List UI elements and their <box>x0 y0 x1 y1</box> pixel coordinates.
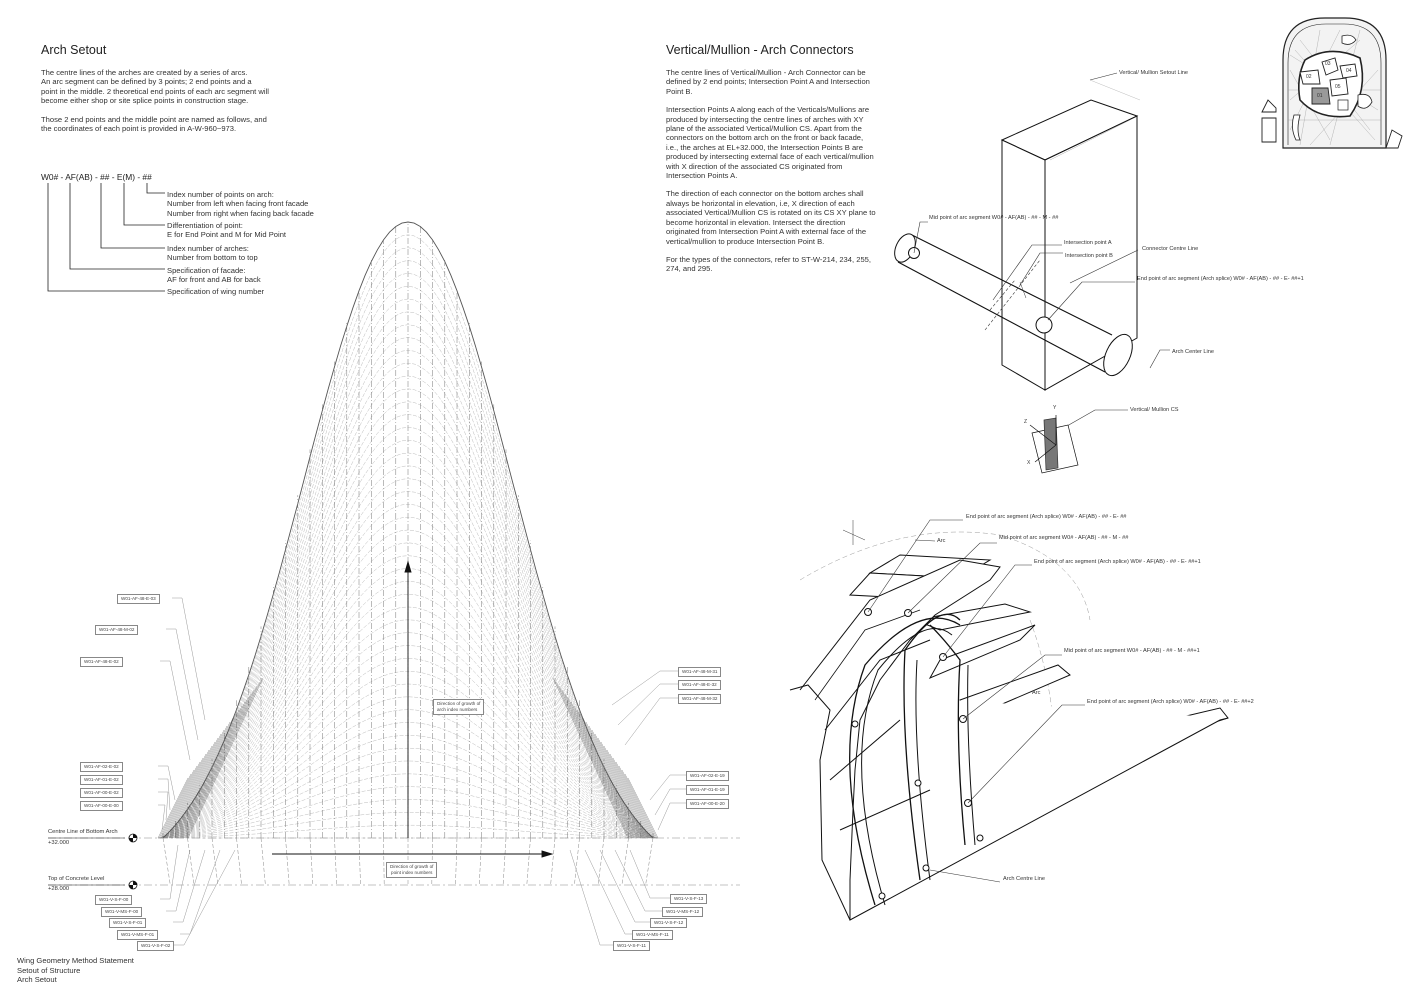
arch-isometric-drawing <box>789 519 1229 921</box>
tag-left-6: W01-AF-00-E-02 <box>80 788 123 798</box>
label-end-point-e: End point of arc segment (Arch splice) W… <box>966 514 1127 520</box>
legend-differentiation: Differentiation of point: E for End Poin… <box>167 221 287 240</box>
label-mid-point: Mid point of arc segment W0# - AF(AB) - … <box>929 215 1059 221</box>
tag-bottom-left-2: W01-V-MS-F-00 <box>101 907 143 917</box>
legend-point-index: Index number of points on arch: Number f… <box>167 190 314 218</box>
tag-right-6: W01-AF-00-E-20 <box>686 799 729 809</box>
level-marker-concrete-icon <box>128 880 138 890</box>
label-end-point-connector: End point of arc segment (Arch splice) W… <box>1137 276 1304 282</box>
connectors-text: The centre lines of Vertical/Mullion - A… <box>666 68 876 283</box>
axis-x-label: X <box>1027 460 1031 466</box>
level-concrete-value: +28.000 <box>48 886 70 892</box>
arch-growth-arrow-icon <box>404 560 412 838</box>
level-concrete-label: Top of Concrete Level <box>48 876 105 882</box>
point-growth-arrow-icon <box>272 850 554 858</box>
label-arc-2: Arc <box>1032 690 1041 696</box>
label-mid-point-iso: Mid point of arc segment W0# - AF(AB) - … <box>999 535 1129 541</box>
axis-z-label: Z <box>1024 419 1028 425</box>
tag-right-4: W01-AF-02-E-19 <box>686 771 729 781</box>
tag-left-3: W01-AF-48-E-02 <box>80 657 123 667</box>
label-intersection-a: Intersection point A <box>1064 240 1112 246</box>
tag-bottom-right-1: W01-V-S-F-13 <box>670 894 708 904</box>
key-plan-label-03: 03 <box>1325 61 1331 67</box>
label-arc-1: Arc <box>937 538 946 544</box>
code-leaders <box>47 183 165 292</box>
tag-bottom-left-4: W01-V-MS-F-01 <box>117 930 159 940</box>
label-end-point-e2: End point of arc segment (Arch splice) W… <box>1087 699 1254 705</box>
label-connector-centre: Connector Centre Line <box>1142 246 1199 252</box>
tag-right-2: W01-AF-48-E-32 <box>678 680 721 690</box>
tag-bottom-left-5: W01-V-S-F-02 <box>137 941 175 951</box>
tag-bottom-right-2: W01-V-MS-F-12 <box>662 907 704 917</box>
arch-setout-text: The centre lines of the arches are creat… <box>41 68 269 142</box>
key-plan-label-01: 01 <box>1317 93 1323 99</box>
tag-left-4: W01-AF-02-E-02 <box>80 762 123 772</box>
key-plan-label-02: 02 <box>1306 74 1312 80</box>
legend-facade: Specification of facade: AF for front an… <box>167 266 261 285</box>
arch-setout-para-3: Those 2 end points and the middle point … <box>41 114 267 134</box>
key-plan-label-04: 04 <box>1346 68 1352 74</box>
coordinate-system-icon <box>1029 415 1079 474</box>
label-mid-point-m1: Mid point of arc segment W0# - AF(AB) - … <box>1064 648 1200 654</box>
tag-bottom-right-5: W01-V-S-F-11 <box>613 941 651 951</box>
arch-setout-para-2: An arc segment can be defined by 3 point… <box>41 77 269 106</box>
connector-3d-drawing <box>894 72 1170 474</box>
tag-bottom-left-1: W01-V-S-F-00 <box>95 895 133 905</box>
connectors-para-4: For the types of the connectors, refer t… <box>666 254 871 274</box>
tag-bottom-left-3: W01-V-S-F-01 <box>109 918 147 928</box>
label-intersection-b: Intersection point B <box>1065 253 1113 259</box>
label-arch-center-line: Arch Center Line <box>1172 349 1214 355</box>
connectors-title: Vertical/Mullion - Arch Connectors <box>666 43 854 57</box>
tag-left-2: W01-AF-48-M-02 <box>95 625 139 635</box>
label-end-point-e1: End point of arc segment (Arch splice) W… <box>1034 559 1201 565</box>
legend-wing: Specification of wing number <box>167 287 265 296</box>
connectors-para-2: Intersection Points A along each of the … <box>666 105 874 181</box>
level-bottom-arch-value: +32.000 <box>48 840 70 846</box>
footer-line-2: Setout of Structure <box>17 965 81 975</box>
arch-setout-para-1: The centre lines of the arches are creat… <box>41 68 248 77</box>
tag-leaders <box>158 597 686 946</box>
tag-left-1: W01-AF-48-E-03 <box>117 594 160 604</box>
code-format: W0# - AF(AB) - ## - E(M) - ## <box>41 172 152 182</box>
connectors-para-1: The centre lines of Vertical/Mullion - A… <box>666 68 870 96</box>
level-bottom-arch-label: Centre Line of Bottom Arch <box>48 829 118 835</box>
key-plan-label-05: 05 <box>1335 84 1341 90</box>
legend-arch-index: Index number of arches: Number from bott… <box>167 244 258 263</box>
tag-left-5: W01-AF-01-E-02 <box>80 775 123 785</box>
footer-line-1: Wing Geometry Method Statement <box>17 956 134 965</box>
tag-right-5: W01-AF-01-E-19 <box>686 785 729 795</box>
level-lines <box>48 837 740 886</box>
footer-title-block: Wing Geometry Method Statement Setout of… <box>17 956 134 985</box>
label-mullion-cs: Vertical/ Mullion CS <box>1130 407 1179 413</box>
label-mullion-setout: Vertical/ Mullion Setout Line <box>1119 70 1189 76</box>
tag-right-3: W01-AF-48-M-32 <box>678 694 722 704</box>
growth-point-label: Direction of growth of point index numbe… <box>386 862 438 878</box>
connectors-para-3: The direction of each connector on the b… <box>666 189 876 246</box>
level-marker-arch-icon <box>128 833 138 843</box>
axis-y-label: Y <box>1053 405 1057 411</box>
tag-right-1: W01-AF-48-M-31 <box>678 667 722 677</box>
key-plan-drawing <box>1261 17 1403 149</box>
tag-bottom-right-3: W01-V-S-F-12 <box>650 918 688 928</box>
arch-setout-title: Arch Setout <box>41 43 107 57</box>
growth-arch-label: Direction of growth of arch index number… <box>433 699 485 715</box>
tag-bottom-right-4: W01-V-MS-F-11 <box>632 930 673 940</box>
label-arch-centre-line: Arch Centre Line <box>1003 876 1045 882</box>
footer-line-3: Arch Setout <box>17 975 57 985</box>
tag-left-7: W01-AF-00-E-00 <box>80 801 123 811</box>
